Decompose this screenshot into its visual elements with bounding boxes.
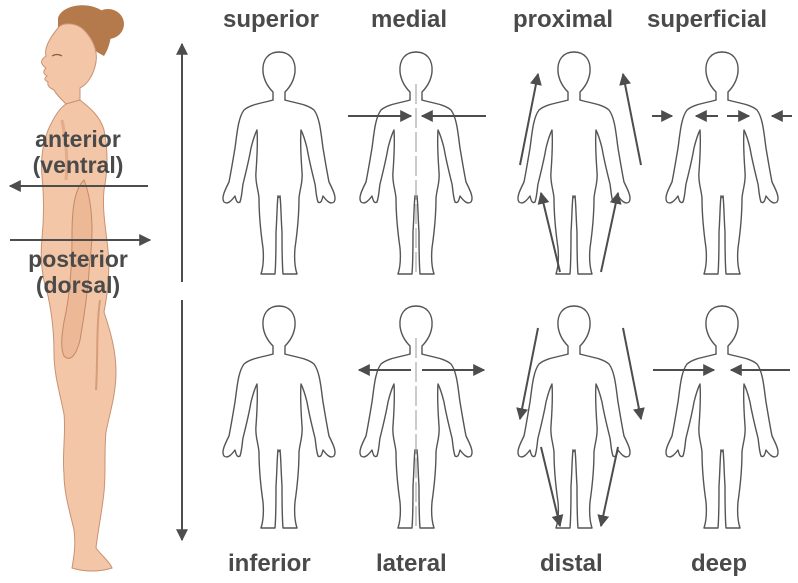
- distal-arrow-lower-right: [601, 447, 618, 526]
- head: [42, 24, 97, 104]
- label-superior: superior: [223, 8, 319, 32]
- body-superficial: [666, 52, 778, 274]
- label-proximal: proximal: [513, 8, 613, 32]
- label-posterior: posterior: [8, 248, 148, 271]
- label-anterior: anterior: [8, 128, 148, 151]
- label-inferior: inferior: [228, 552, 311, 576]
- body-inferior: [223, 306, 335, 528]
- proximal-arrow-lower-right: [601, 193, 618, 272]
- label-medial: medial: [371, 8, 447, 32]
- proximal-arrow-upper-right: [623, 74, 641, 165]
- label-deep: deep: [691, 552, 747, 576]
- distal-arrow-upper-right: [623, 328, 641, 419]
- label-ventral: (ventral): [8, 154, 148, 177]
- body-deep: [666, 306, 778, 528]
- label-distal: distal: [540, 552, 603, 576]
- label-dorsal: (dorsal): [8, 274, 148, 297]
- body-superior: [223, 52, 335, 274]
- label-superficial: superficial: [647, 8, 767, 32]
- distal-arrow-lower-left: [541, 447, 560, 526]
- label-lateral: lateral: [376, 552, 447, 576]
- proximal-arrow-lower-left: [541, 193, 560, 272]
